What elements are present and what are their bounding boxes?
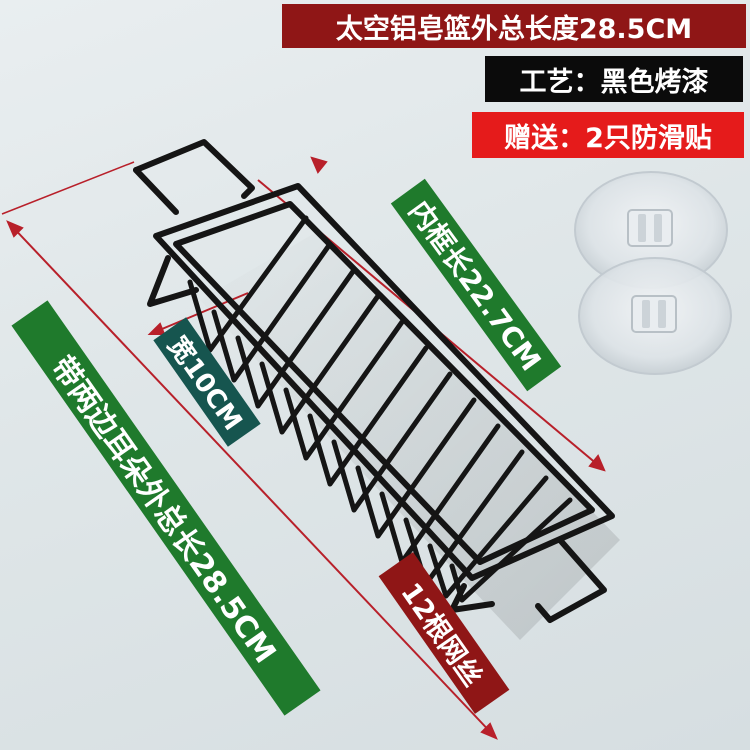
soap-basket <box>133 139 615 623</box>
suction-pad-bottom <box>578 257 732 375</box>
measure-total-arrow <box>1 161 498 740</box>
title-banner: 太空铝皂篮外总长度28.5CM <box>282 4 746 48</box>
gift-banner: 赠送：2只防滑贴 <box>472 112 744 158</box>
craft-banner: 工艺：黑色烤漆 <box>485 56 743 102</box>
